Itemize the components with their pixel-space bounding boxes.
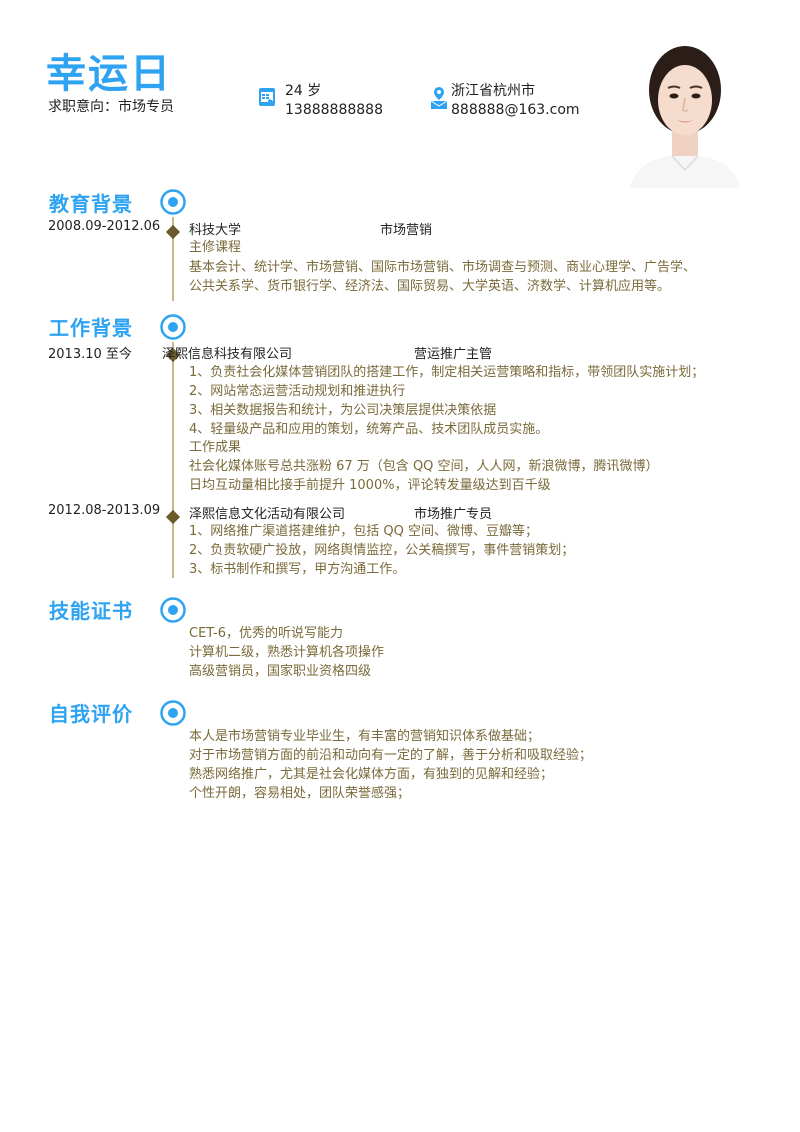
company-name: 泽熙信息文化活动有限公司: [189, 507, 346, 522]
target-icon: [160, 700, 186, 726]
timeline-diamond: [165, 224, 181, 240]
job-line: 2、负责软硬广投放，网络舆情监控，公关稿撰写，事件营销策划；: [189, 543, 575, 558]
school-name: 科技大学: [189, 223, 242, 238]
job-line: 工作成果: [189, 440, 242, 455]
education-line: 基本会计、统计学、市场营销、国际市场营销、市场调查与预测、商业心理学、广告学、: [189, 260, 697, 275]
job-role: 市场推广专员: [414, 507, 493, 522]
timeline-line: [172, 217, 174, 301]
section-title-self-evaluation: 自我评价: [49, 702, 133, 726]
resume-name: 幸运日: [46, 51, 172, 97]
job-role: 营运推广主管: [414, 347, 493, 362]
phone-calendar-icon: [258, 86, 276, 106]
section-title-education: 教育背景: [49, 192, 133, 216]
timeline-diamond: [165, 509, 181, 525]
self-evaluation-line: 本人是市场营销专业毕业生，有丰富的营销知识体系做基础；: [189, 729, 541, 744]
self-evaluation-line: 个性开朗，容易相处，团队荣誉感强；: [189, 786, 411, 801]
job-line: 1、负责社会化媒体营销团队的搭建工作，制定相关运营策略和指标，带领团队实施计划；: [189, 365, 705, 380]
job-line: 3、标书制作和撰写，甲方沟通工作。: [189, 562, 406, 577]
location-email-icon: [430, 86, 448, 109]
job-intent: 求职意向：市场专员: [48, 96, 174, 116]
section-title-work: 工作背景: [49, 316, 133, 340]
timeline-line: [172, 342, 174, 578]
major-name: 市场营销: [380, 223, 433, 238]
section-title-skills: 技能证书: [49, 599, 133, 623]
job-line: 1、网络推广渠道搭建维护，包括 QQ 空间、微博、豆瓣等；: [189, 524, 539, 539]
self-evaluation-line: 熟悉网络推广，尤其是社会化媒体方面，有独到的见解和经验；: [189, 767, 554, 782]
job-line: 3、相关数据报告和统计，为公司决策层提供决策依据: [189, 403, 497, 418]
education-line: 公共关系学、货币银行学、经济法、国际贸易、大学英语、济数学、计算机应用等。: [189, 279, 671, 294]
email-address[interactable]: 888888@163.com: [451, 102, 580, 118]
skill-line: 高级营销员，国家职业资格四级: [189, 664, 372, 679]
job-intent-value: 市场专员: [118, 99, 174, 115]
location: 浙江省杭州市: [451, 83, 535, 99]
profile-photo: [618, 38, 752, 188]
age: 24 岁: [285, 83, 322, 99]
phone-number[interactable]: 13888888888: [285, 102, 383, 118]
target-icon: [160, 189, 186, 215]
job-line: 日均互动量相比接手前提升 1000%，评论转发量级达到百千级: [189, 478, 551, 493]
job-line: 社会化媒体账号总共涨粉 67 万（包含 QQ 空间，人人网，新浪微博，腾讯微博）: [189, 459, 659, 474]
job-date: 2013.10 至今: [48, 347, 132, 362]
job-line: 2、网站常态运营活动规划和推进执行: [189, 384, 406, 399]
job-date: 2012.08-2013.09: [48, 503, 161, 518]
education-line: 主修课程: [189, 240, 242, 255]
skill-line: CET-6，优秀的听说写能力: [189, 626, 344, 641]
self-evaluation-line: 对于市场营销方面的前沿和动向有一定的了解，善于分析和吸取经验；: [189, 748, 593, 763]
education-date: 2008.09-2012.06: [48, 219, 161, 234]
job-line: 4、轻量级产品和应用的策划，统筹产品、技术团队成员实施。: [189, 422, 549, 437]
target-icon: [160, 597, 186, 623]
target-icon: [160, 314, 186, 340]
skill-line: 计算机二级，熟悉计算机各项操作: [189, 645, 385, 660]
job-intent-label: 求职意向：: [48, 99, 118, 115]
company-name: 泽熙信息科技有限公司: [162, 347, 293, 362]
